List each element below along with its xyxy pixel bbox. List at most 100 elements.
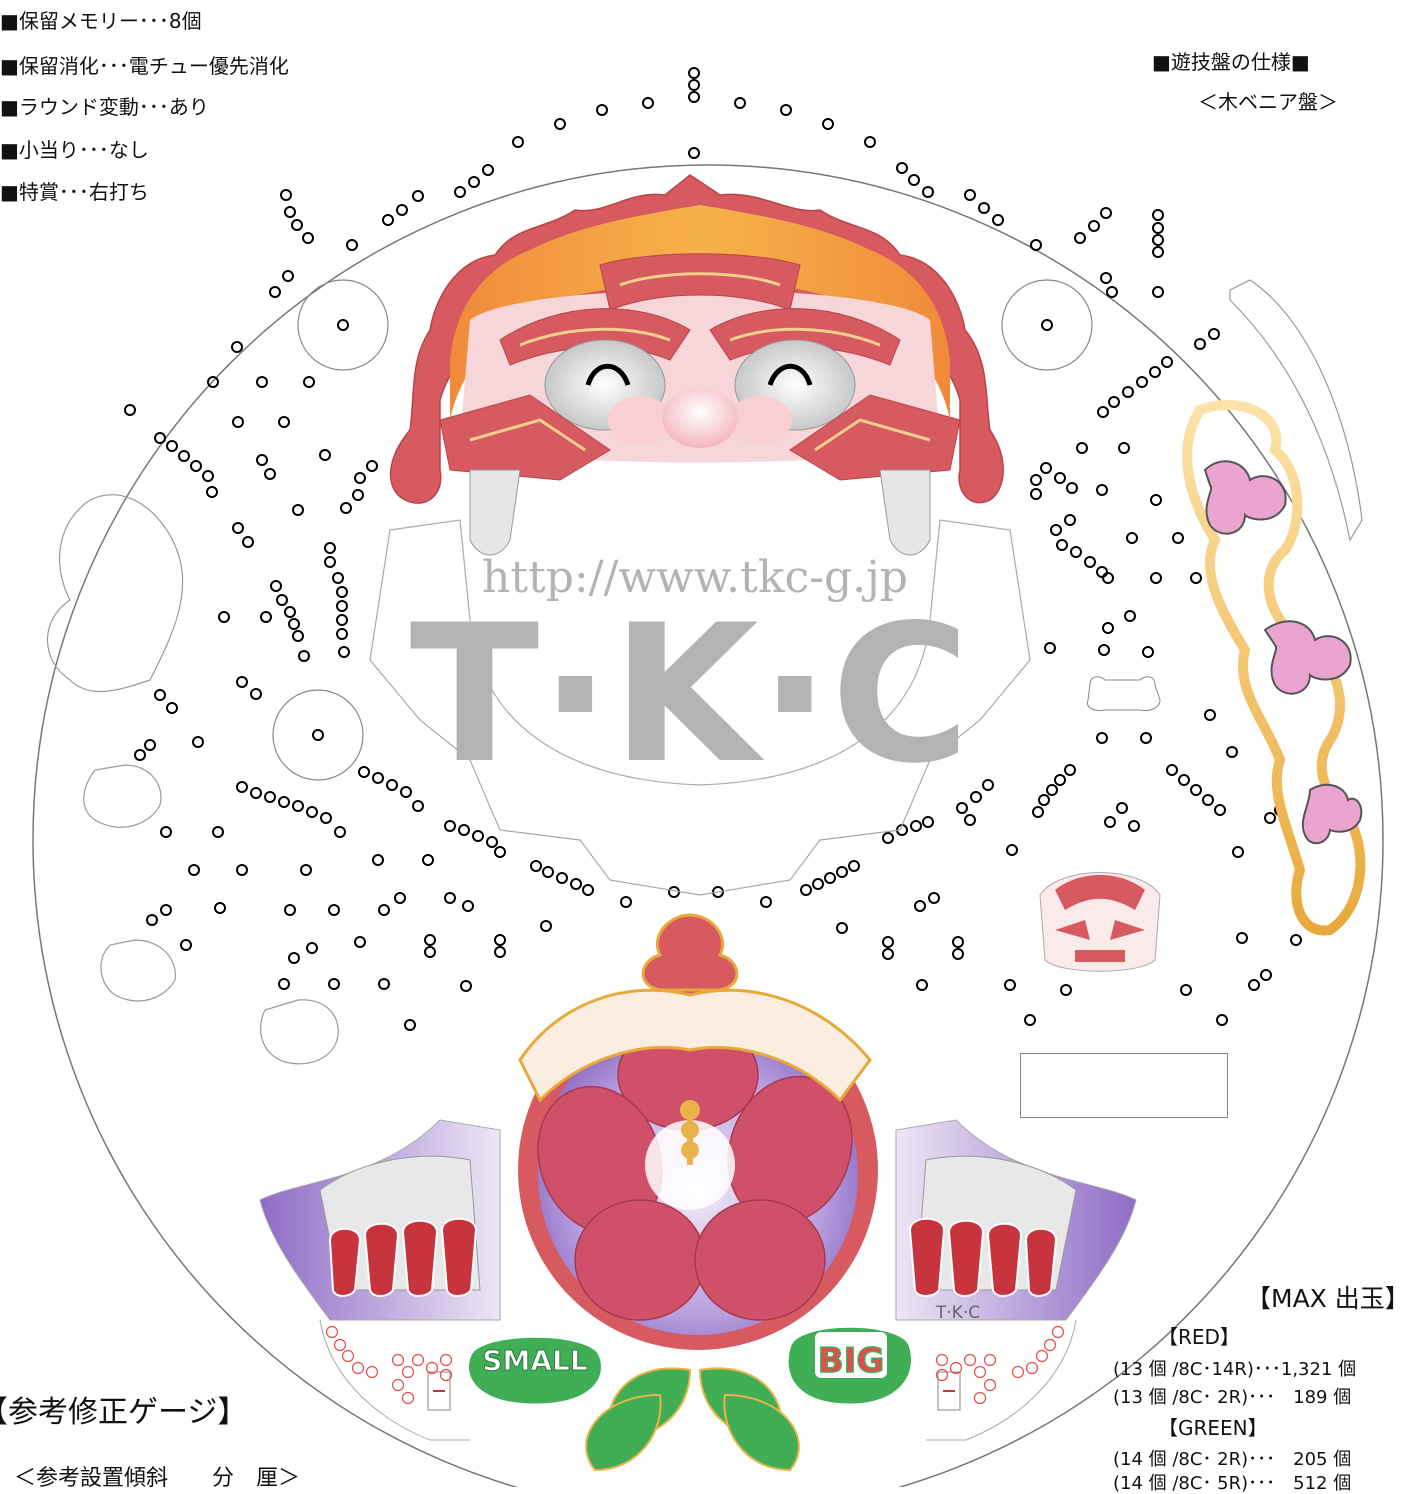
nail-pin [328, 978, 340, 990]
nail-pin [1096, 732, 1108, 744]
left-deco-blob [47, 494, 184, 693]
nail-pin [284, 606, 296, 618]
nail-pin [352, 489, 364, 501]
board-spec-subtitle: ＜木ベニア盤＞ [1198, 90, 1338, 114]
nail-pin [190, 460, 202, 472]
nail-pin [336, 586, 348, 598]
nail-pin [320, 812, 332, 824]
nail-pin [1032, 806, 1044, 818]
nail-pin [970, 791, 982, 803]
nail-pin [1054, 472, 1066, 484]
red-hole-marker [935, 1353, 949, 1367]
nail-pin [1152, 222, 1164, 234]
red-hole-marker [391, 1378, 405, 1392]
nail-pin [1152, 234, 1164, 246]
nail-pin [462, 900, 474, 912]
nail-pin [336, 628, 348, 640]
nail-pin [1064, 514, 1076, 526]
nail-pin [468, 176, 480, 188]
nail-pin [882, 936, 894, 948]
nail-pin [922, 186, 934, 198]
nail-pin [882, 832, 894, 844]
nail-pin [1136, 376, 1148, 388]
nail-pin [1264, 812, 1276, 824]
nail-pin [1040, 462, 1052, 474]
nail-pin [882, 948, 894, 960]
red-hole-marker [1051, 1325, 1065, 1339]
red-hole-marker [439, 1368, 453, 1382]
nail-pin [512, 136, 524, 148]
nail-pin [146, 914, 158, 926]
red-hole-marker [935, 1368, 949, 1382]
nail-pin [642, 97, 654, 109]
nail-pin [278, 416, 290, 428]
nail-pin [472, 830, 484, 842]
nail-pin [952, 936, 964, 948]
red-hole-marker [1035, 1349, 1049, 1363]
nail-pin [242, 536, 254, 548]
nail-pin [144, 739, 156, 751]
nail-pin [800, 884, 812, 896]
nail-pin [1208, 328, 1220, 340]
nail-pin [1066, 482, 1078, 494]
watermark-url: http://www.tkc-g.jp [482, 552, 908, 603]
red-hole-marker [963, 1353, 977, 1367]
red-line-1: (13 個 /8C･14R)･･･1,321 個 [1113, 1359, 1357, 1380]
nail-pin [300, 864, 312, 876]
nail-pin [292, 800, 304, 812]
shisa-lion-head [369, 174, 1031, 896]
nail-pin [382, 214, 394, 226]
nail-pin [192, 736, 204, 748]
nail-pin [250, 787, 262, 799]
nail-pin [812, 878, 824, 890]
nail-pin [292, 504, 304, 516]
nail-pin [1030, 474, 1042, 486]
nail-pin [1202, 794, 1214, 806]
nail-pin [372, 772, 384, 784]
nail-pin [1108, 396, 1120, 408]
red-header: 【RED】 [1158, 1325, 1240, 1349]
nail-pin [454, 186, 466, 198]
nail-pin [338, 646, 350, 658]
nail-pin [554, 118, 566, 130]
red-hole-marker [973, 1365, 987, 1379]
nail-pin [992, 214, 1004, 226]
nail-pin [620, 896, 632, 908]
nail-pin [1226, 746, 1238, 758]
nail-pin [1088, 220, 1100, 232]
nail-pin [206, 486, 218, 498]
nail-pin [1060, 984, 1072, 996]
nail-pin [444, 820, 456, 832]
nail-pin [1178, 774, 1190, 786]
nail-pin [1194, 338, 1206, 350]
nail-pin [956, 802, 968, 814]
nail-pin [306, 806, 318, 818]
nail-pin [291, 219, 303, 231]
windmill-left [272, 689, 364, 781]
nail-pin [1064, 764, 1076, 776]
nail-pin [332, 572, 344, 584]
nail-pin [1074, 232, 1086, 244]
spec-small-hit: ■小当り･･･なし [0, 138, 149, 162]
nail-pin [298, 650, 310, 662]
nail-pin [836, 922, 848, 934]
nail-pin [964, 814, 976, 826]
red-hole-marker [401, 1391, 415, 1405]
nail-pin [1056, 539, 1068, 551]
nail-pin [1290, 934, 1302, 946]
nail-pin [1044, 642, 1056, 654]
nail-pin [486, 836, 498, 848]
nail-pin [354, 472, 366, 484]
nail-pin [1150, 494, 1162, 506]
red-hole-marker [1043, 1338, 1057, 1352]
nail-pin [1097, 406, 1109, 418]
nail-pin [734, 97, 746, 109]
nail-pin [1122, 386, 1134, 398]
nail-pin [582, 884, 594, 896]
nail-pin [288, 952, 300, 964]
small-attacker-badge: SMALL [466, 1334, 604, 1407]
nail-pin [302, 232, 314, 244]
nail-pin [908, 174, 920, 186]
nail-pin [236, 781, 248, 793]
watermark-logo: T·K·C [410, 584, 971, 805]
